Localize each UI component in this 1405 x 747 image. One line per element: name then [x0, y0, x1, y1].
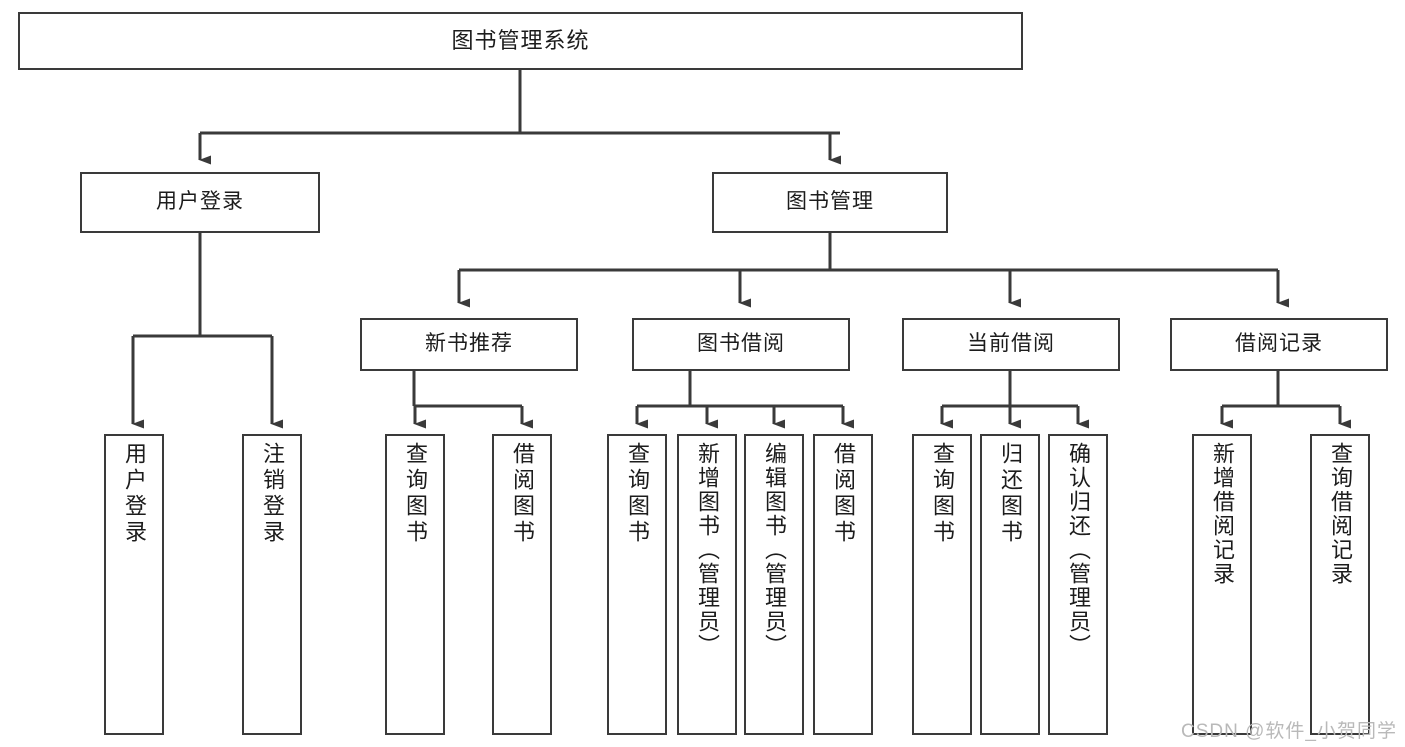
node-label: 查询借阅记录 [1327, 442, 1353, 586]
leaf-logout[interactable]: 注销登录 [242, 434, 302, 735]
node-label: 确认归还（管理员） [1065, 442, 1091, 658]
node-label: 图书管理系统 [451, 28, 590, 54]
node-label: 用户登录 [156, 190, 244, 214]
node-user-login[interactable]: 用户登录 [80, 172, 320, 233]
node-root-book-management-system[interactable]: 图书管理系统 [18, 12, 1023, 70]
leaf-query-book-borrow[interactable]: 查询图书 [607, 434, 667, 735]
node-label: 图书管理 [786, 190, 874, 214]
node-label: 用户登录 [121, 442, 147, 546]
node-label: 借阅记录 [1235, 332, 1323, 356]
leaf-query-borrow-record[interactable]: 查询借阅记录 [1310, 434, 1370, 735]
watermark: CSDN @软件_小贺同学 [1181, 721, 1397, 742]
node-label: 查询图书 [929, 442, 955, 546]
leaf-add-book-admin[interactable]: 新增图书（管理员） [677, 434, 737, 735]
node-new-book-recommendation[interactable]: 新书推荐 [360, 318, 578, 371]
leaf-add-borrow-record[interactable]: 新增借阅记录 [1192, 434, 1252, 735]
leaf-return-book[interactable]: 归还图书 [980, 434, 1040, 735]
node-label: 新增图书（管理员） [694, 442, 720, 658]
leaf-borrow-book-newbook[interactable]: 借阅图书 [492, 434, 552, 735]
node-label: 借阅图书 [509, 442, 535, 546]
node-label: 借阅图书 [830, 442, 856, 546]
node-label: 编辑图书（管理员） [761, 442, 787, 658]
leaf-edit-book-admin[interactable]: 编辑图书（管理员） [744, 434, 804, 735]
node-label: 当前借阅 [967, 332, 1055, 356]
node-label: 注销登录 [259, 442, 285, 546]
node-current-borrow[interactable]: 当前借阅 [902, 318, 1120, 371]
node-book-management[interactable]: 图书管理 [712, 172, 948, 233]
node-label: 查询图书 [624, 442, 650, 546]
node-label: 查询图书 [402, 442, 428, 546]
leaf-confirm-return-admin[interactable]: 确认归还（管理员） [1048, 434, 1108, 735]
node-borrow-record[interactable]: 借阅记录 [1170, 318, 1388, 371]
leaf-user-login[interactable]: 用户登录 [104, 434, 164, 735]
leaf-query-book-current[interactable]: 查询图书 [912, 434, 972, 735]
node-label: 归还图书 [997, 442, 1023, 546]
node-book-borrow[interactable]: 图书借阅 [632, 318, 850, 371]
node-label: 新书推荐 [425, 332, 513, 356]
leaf-query-book-newbook[interactable]: 查询图书 [385, 434, 445, 735]
node-label: 图书借阅 [697, 332, 785, 356]
leaf-borrow-book[interactable]: 借阅图书 [813, 434, 873, 735]
node-label: 新增借阅记录 [1209, 442, 1235, 586]
